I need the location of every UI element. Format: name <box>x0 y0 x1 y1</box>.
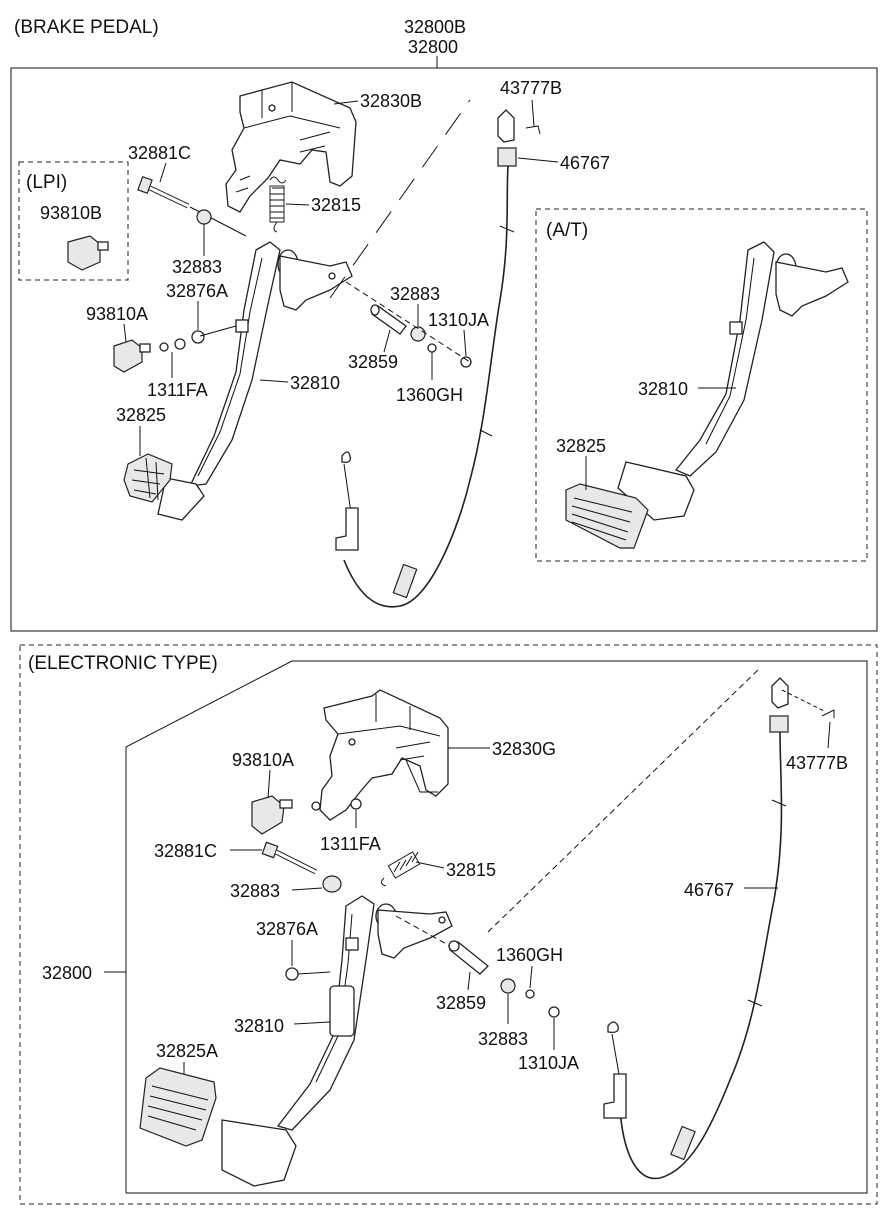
clip-43777b-top <box>525 125 541 135</box>
label-43777b-top: 43777B <box>500 78 562 98</box>
pin-32859-top <box>370 304 407 335</box>
cable-46767-top <box>335 109 517 608</box>
title-lpi: (LPI) <box>26 172 67 193</box>
spring-32815 <box>269 176 287 233</box>
nut-1310ja-bottom <box>548 1006 560 1018</box>
label-32810-top: 32810 <box>290 373 340 393</box>
pin-32859-bottom <box>448 940 489 975</box>
bolt-32881c <box>137 175 190 209</box>
pedal-pad-32825-top <box>123 453 205 521</box>
sensor-93810a-top <box>113 339 151 373</box>
bracket-32830b <box>225 81 357 213</box>
label-93810a-top: 93810A <box>86 304 148 324</box>
label-1360gh-top: 1360GH <box>396 385 463 405</box>
label-1311fa-bottom: 1311FA <box>320 834 381 854</box>
label-32883-bottom-b: 32883 <box>478 1029 528 1049</box>
label-32815-top: 32815 <box>311 195 361 215</box>
label-32800b: 32800B <box>404 17 466 37</box>
pedal-arm-32810-at <box>617 241 849 521</box>
nut-1311fa-b <box>174 338 186 350</box>
bushing-32883-lower <box>410 326 426 342</box>
clip-43777b-bottom <box>821 709 835 718</box>
label-1310ja-top: 1310JA <box>428 310 489 330</box>
label-32883-bottom-a: 32883 <box>230 881 280 901</box>
label-32859-bottom: 32859 <box>436 993 486 1013</box>
lpi-box <box>18 161 129 281</box>
stopper-32876a-bottom <box>285 967 299 981</box>
sensor-93810b <box>67 235 109 271</box>
label-32830b: 32830B <box>360 91 422 111</box>
label-32825a: 32825A <box>156 1041 218 1061</box>
electronic-inner-frame <box>125 660 868 1194</box>
pedal-arm-32810-top <box>188 241 353 487</box>
label-32800-bottom: 32800 <box>42 963 92 983</box>
title-brake-pedal: (BRAKE PEDAL) <box>14 17 159 38</box>
bolt-32881c-bottom <box>261 841 318 875</box>
label-32883-top-b: 32883 <box>390 284 440 304</box>
pedal-pad-32825a <box>139 1067 217 1147</box>
pedal-arm-32810-bottom <box>221 895 453 1187</box>
nut-1311fa-bottom <box>350 798 362 810</box>
label-93810a-bottom: 93810A <box>232 750 294 770</box>
label-32825-top: 32825 <box>116 405 166 425</box>
label-93810b: 93810B <box>40 203 102 223</box>
label-32810-bottom: 32810 <box>234 1016 284 1036</box>
label-32800-top: 32800 <box>408 37 458 57</box>
label-32830g: 32830G <box>492 739 556 759</box>
washer-1360gh-top <box>427 343 437 353</box>
title-at: (A/T) <box>546 220 588 241</box>
nut-1311fa-a <box>159 342 169 352</box>
label-32876a-top: 32876A <box>166 281 228 301</box>
cable-46767-bottom <box>603 677 789 1180</box>
washer-1360gh-bottom <box>525 989 535 999</box>
label-32881c-top: 32881C <box>128 143 191 163</box>
label-32876a-bottom: 32876A <box>256 919 318 939</box>
label-32881c-bottom: 32881C <box>154 841 217 861</box>
label-32859-top: 32859 <box>348 352 398 372</box>
top-frame <box>10 67 878 632</box>
label-1310ja-bottom: 1310JA <box>518 1053 579 1073</box>
label-46767-bottom: 46767 <box>684 880 734 900</box>
bushing-32883-upper <box>196 209 212 225</box>
stopper-32876a <box>191 330 205 344</box>
label-1311fa-top: 1311FA <box>147 380 208 400</box>
bushing-32883-bottom-a <box>322 875 342 893</box>
label-32815-bottom: 32815 <box>446 860 496 880</box>
nut-1310ja-top <box>460 356 472 368</box>
label-46767-top: 46767 <box>560 153 610 173</box>
pedal-pad-32825-at <box>565 483 649 549</box>
bracket-32830g <box>319 689 449 821</box>
sensor-93810a-bottom <box>251 795 321 835</box>
label-32825-at: 32825 <box>556 436 606 456</box>
label-32810-at: 32810 <box>638 379 688 399</box>
bushing-32883-bottom-b <box>500 978 516 994</box>
title-electronic: (ELECTRONIC TYPE) <box>28 653 218 674</box>
label-43777b-bottom: 43777B <box>786 753 848 773</box>
electronic-box <box>19 644 878 1205</box>
at-box <box>535 208 868 562</box>
label-1360gh-bottom: 1360GH <box>496 945 563 965</box>
label-32883-top-a: 32883 <box>172 257 222 277</box>
spring-32815-bottom <box>380 851 421 887</box>
